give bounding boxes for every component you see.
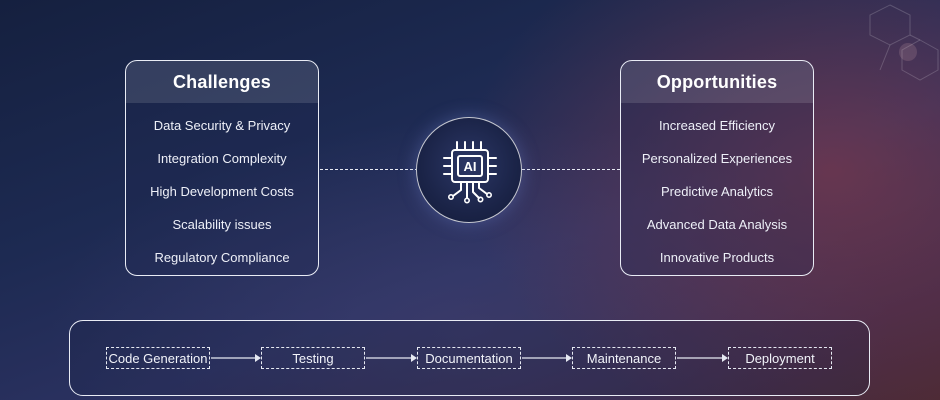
challenge-item: Regulatory Compliance [154, 250, 290, 265]
opportunities-title: Opportunities [621, 61, 813, 103]
step-documentation: Documentation [417, 347, 521, 369]
ai-chip-icon: AI [443, 141, 497, 204]
opportunity-item: Innovative Products [659, 250, 775, 265]
ai-label: AI [464, 159, 477, 174]
pipeline-container [69, 320, 870, 396]
opportunity-item: Increased Efficiency [658, 118, 776, 133]
opportunities-list: Increased Efficiency Personalized Experi… [621, 103, 813, 274]
challenges-panel: Challenges Data Security & Privacy Integ… [125, 60, 319, 276]
opportunity-item: Advanced Data Analysis [646, 217, 788, 232]
step-deployment: Deployment [728, 347, 832, 369]
arrow-right-icon [211, 354, 261, 362]
challenge-item: Integration Complexity [157, 151, 287, 166]
opportunities-panel: Opportunities Increased Efficiency Perso… [620, 60, 814, 276]
opportunity-item: Personalized Experiences [641, 151, 793, 166]
network-decoration-icon [869, 4, 939, 81]
arrow-right-icon [522, 354, 572, 362]
left-connector-line [320, 169, 418, 170]
challenge-item: High Development Costs [150, 184, 294, 199]
challenges-list: Data Security & Privacy Integration Comp… [126, 103, 318, 274]
right-connector-line [522, 169, 620, 170]
arrow-right-icon [366, 354, 417, 362]
challenge-item: Data Security & Privacy [153, 118, 291, 133]
step-code-generation: Code Generation [106, 347, 210, 369]
step-testing: Testing [261, 347, 365, 369]
challenge-item: Scalability issues [172, 217, 272, 232]
step-maintenance: Maintenance [572, 347, 676, 369]
ai-chip-badge: AI [416, 117, 522, 223]
arrow-right-icon [677, 354, 728, 362]
challenges-title: Challenges [126, 61, 318, 103]
opportunity-item: Predictive Analytics [661, 184, 773, 199]
